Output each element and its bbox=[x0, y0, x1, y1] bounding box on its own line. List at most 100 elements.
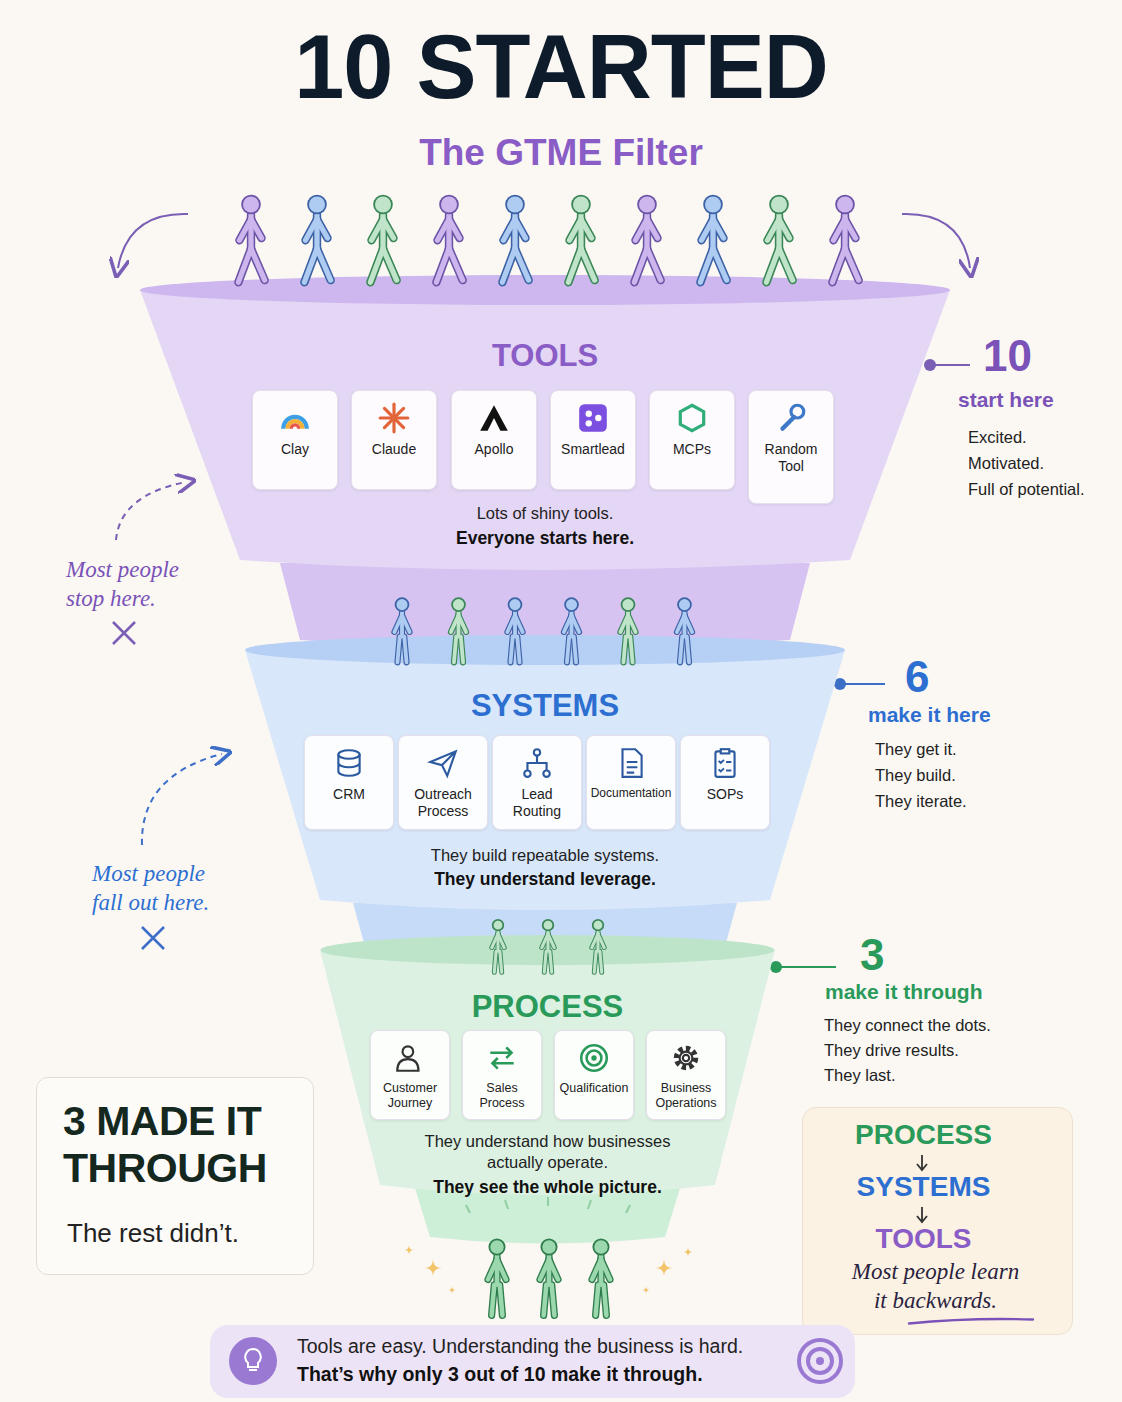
circle-shape bbox=[816, 1357, 824, 1365]
circle-shape bbox=[587, 1051, 602, 1066]
path-shape bbox=[627, 762, 638, 773]
person-limb bbox=[680, 637, 682, 663]
title-text: 10 STARTED bbox=[0, 22, 1122, 112]
person-limb bbox=[596, 1285, 599, 1316]
tool-card: CRM bbox=[304, 735, 394, 830]
order-word: SYSTEMS bbox=[803, 1172, 1044, 1203]
person-limb bbox=[779, 219, 790, 238]
person-limb bbox=[397, 637, 399, 663]
person-limb bbox=[383, 249, 397, 281]
person-limb bbox=[515, 249, 529, 281]
person-head bbox=[506, 196, 524, 214]
circle-shape bbox=[534, 749, 540, 755]
person-limb bbox=[574, 637, 576, 663]
side-label: They build. bbox=[875, 766, 956, 786]
side-label: Full of potential. bbox=[968, 480, 1084, 500]
person-limb bbox=[461, 637, 463, 663]
handwritten-note: Most people learn it backwards. bbox=[843, 1258, 1028, 1316]
person-limb bbox=[623, 637, 625, 663]
path-shape bbox=[623, 749, 642, 777]
tool-card: Customer Journey bbox=[370, 1030, 450, 1120]
person-limb bbox=[550, 951, 552, 972]
funnel-body bbox=[320, 950, 775, 1195]
person-limb bbox=[701, 219, 713, 240]
card-label: Customer Journey bbox=[374, 1081, 446, 1111]
person-limb bbox=[569, 219, 581, 240]
person-limb bbox=[581, 219, 592, 238]
person-limb bbox=[515, 615, 523, 632]
band-heading: TOOLS bbox=[140, 339, 950, 373]
made-it-note: The rest didn’t. bbox=[67, 1218, 239, 1249]
person-limb bbox=[317, 249, 331, 281]
person-limb bbox=[437, 219, 449, 240]
person-limb bbox=[371, 219, 383, 240]
person-limb bbox=[766, 249, 779, 283]
person-limb bbox=[454, 637, 456, 663]
person-limb bbox=[540, 1260, 549, 1280]
person-limb bbox=[497, 1260, 506, 1280]
glow-ray bbox=[626, 1205, 630, 1213]
person-limb bbox=[550, 951, 552, 972]
person-limb bbox=[628, 615, 636, 632]
person-limb bbox=[238, 249, 251, 283]
card-label: Qualification bbox=[560, 1081, 629, 1096]
person-limb bbox=[677, 615, 685, 632]
line-shape bbox=[840, 683, 885, 685]
g-shape bbox=[380, 404, 408, 432]
person-limb bbox=[685, 615, 693, 632]
person-limb bbox=[574, 637, 576, 663]
person-limb bbox=[317, 219, 328, 238]
person-limb bbox=[634, 249, 647, 283]
band-text: They understand leverage. bbox=[245, 869, 845, 890]
person-limb bbox=[251, 249, 265, 281]
person-limb bbox=[548, 934, 554, 948]
person-limb bbox=[564, 615, 572, 632]
card-icon bbox=[426, 746, 460, 780]
card-icon bbox=[377, 401, 411, 435]
glow-ray bbox=[466, 1205, 470, 1213]
card-icon bbox=[477, 401, 511, 435]
tool-card: Sales Process bbox=[462, 1030, 542, 1120]
funnel-rim bbox=[245, 635, 845, 665]
summary-box: PROCESSSYSTEMSTOOLSMost people learn it … bbox=[802, 1107, 1073, 1335]
path-shape bbox=[527, 756, 546, 771]
tool-card: SOPs bbox=[680, 735, 770, 830]
person-limb bbox=[581, 249, 595, 281]
side-label: make it through bbox=[825, 980, 983, 1003]
sparkle bbox=[642, 1286, 650, 1294]
person-limb bbox=[397, 637, 399, 663]
line-shape bbox=[384, 408, 403, 427]
person-limb bbox=[779, 249, 793, 281]
path-shape bbox=[338, 755, 359, 776]
glow-ray bbox=[547, 1197, 549, 1206]
person-limb bbox=[544, 951, 546, 972]
person-limb bbox=[383, 219, 394, 238]
person-limb bbox=[647, 249, 661, 281]
person-limb bbox=[832, 249, 845, 283]
circle-shape bbox=[543, 770, 549, 776]
path-shape bbox=[113, 622, 135, 644]
tool-card: MCPs bbox=[649, 390, 735, 490]
card-label: Business Operations bbox=[650, 1081, 722, 1111]
person-head bbox=[543, 920, 554, 931]
circle-shape bbox=[229, 1337, 277, 1385]
person-limb bbox=[680, 637, 682, 663]
line-shape bbox=[384, 408, 403, 427]
card-icon bbox=[576, 401, 610, 435]
person-limb bbox=[833, 219, 845, 240]
path-shape bbox=[430, 751, 456, 775]
person-limb bbox=[544, 1285, 547, 1316]
path-shape bbox=[142, 754, 222, 845]
circle-shape bbox=[591, 1055, 596, 1060]
person-limb bbox=[488, 1260, 497, 1280]
card-label: MCPs bbox=[673, 441, 711, 458]
path-shape bbox=[480, 405, 508, 431]
card-label: Outreach Process bbox=[402, 786, 484, 820]
person-limb bbox=[594, 951, 596, 972]
banner-box: Tools are easy. Understanding the busine… bbox=[210, 1325, 855, 1398]
card-label: SOPs bbox=[707, 786, 744, 803]
band-text: Everyone starts here. bbox=[140, 528, 950, 549]
person-limb bbox=[507, 615, 515, 632]
person-limb bbox=[317, 249, 331, 281]
rect-shape bbox=[715, 751, 734, 777]
